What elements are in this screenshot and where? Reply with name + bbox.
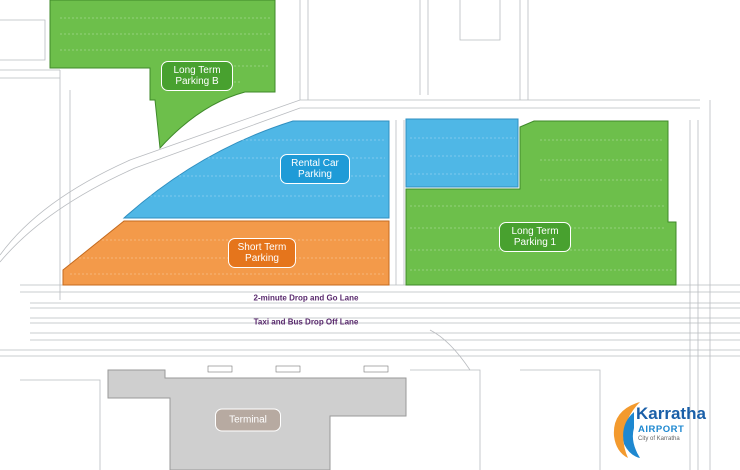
terminal-canopy-east [363,365,389,373]
logo-tagline: City of Karratha [638,436,680,442]
logo-name: Karratha [636,404,706,423]
taxi-bus-lane-label: Taxi and Bus Drop Off Lane [253,317,359,327]
long-term-parking-1-area [405,120,677,286]
short-term-parking-area [62,220,390,286]
rental-car-parking-label: Rental Car Parking [280,154,350,184]
karratha-airport-logo: Karratha AIRPORT City of Karratha [604,398,724,454]
short-term-parking-label: Short Term Parking [228,238,296,268]
rental-car-parking-area [122,120,390,219]
long-term-parking-1-label: Long Term Parking 1 [499,222,571,252]
terminal-canopy-mid [275,365,301,373]
terminal-label: Terminal [215,408,281,432]
karratha-airport-logo-mark [613,402,640,458]
drop-and-go-lane-label: 2-minute Drop and Go Lane [253,293,359,303]
long-term-parking-b-label: Long Term Parking B [161,61,233,91]
terminal-canopy-west [207,365,233,373]
rental-car-parking-east-area [405,118,519,188]
logo-subtitle: AIRPORT [638,424,685,435]
